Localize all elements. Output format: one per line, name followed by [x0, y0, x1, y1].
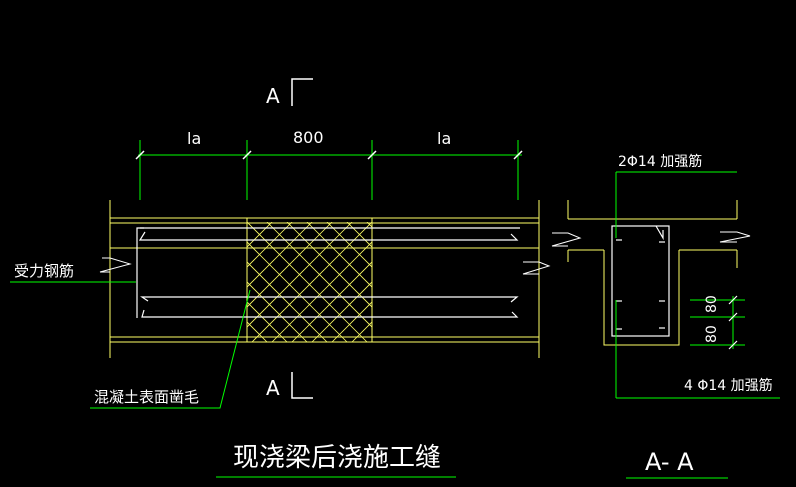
section-dim-ticks	[728, 295, 738, 350]
section-dim-upper: 80	[704, 295, 720, 313]
stirrup-left	[136, 227, 144, 318]
joint-hatch	[247, 222, 372, 342]
label-top-reinforce: 2Φ14 加强筋	[618, 153, 702, 170]
section-mark-top-bracket	[291, 78, 313, 106]
rebar-bottom-2	[141, 309, 519, 318]
section-break-right	[719, 231, 751, 243]
break-symbol-left	[99, 257, 132, 273]
dimension-label-left: la	[187, 129, 201, 148]
section-stirrup	[611, 225, 670, 337]
section-rebars	[611, 225, 670, 337]
main-title: 现浇梁后浇施工缝	[233, 443, 441, 473]
dimension-tick-3	[367, 150, 377, 160]
label-rough-surface: 混凝土表面凿毛	[94, 388, 199, 406]
beam-elevation	[109, 200, 540, 358]
section-title: A- A	[645, 448, 694, 476]
section-dim-lower: 80	[704, 325, 720, 343]
section-leaders	[615, 171, 780, 399]
break-symbol-right	[522, 261, 551, 275]
dimension-ticks	[135, 150, 523, 160]
rebar-bottom-1	[140, 296, 519, 303]
section-mark-top-letter: A	[266, 84, 280, 108]
dimension-tick-4	[513, 150, 523, 160]
stirrup-hook	[655, 225, 664, 241]
section-mark-bottom-bracket	[291, 372, 313, 399]
section-mark-bottom-letter: A	[266, 376, 280, 400]
section-view	[567, 200, 738, 346]
section-marker-top: A	[266, 78, 313, 108]
break-symbols	[99, 257, 551, 275]
dimension-label-right: la	[437, 129, 451, 148]
dimension-tick-1	[135, 150, 145, 160]
rebars-elevation	[136, 227, 520, 318]
section-break-left	[551, 232, 582, 247]
section-break-symbols	[551, 231, 751, 247]
dimension-line-top	[138, 140, 522, 200]
label-bottom-reinforce: 4 Φ14 加强筋	[684, 377, 773, 394]
section-marker-bottom: A	[266, 372, 313, 400]
label-main-rebar: 受力钢筋	[14, 262, 74, 280]
rebar-top-2	[138, 231, 519, 241]
beam-web-outline	[603, 250, 680, 346]
leader-rough-surface	[90, 289, 251, 409]
dimension-label-middle: 800	[293, 128, 324, 147]
leaders-elevation	[10, 281, 251, 409]
dimension-tick-2	[242, 150, 252, 160]
